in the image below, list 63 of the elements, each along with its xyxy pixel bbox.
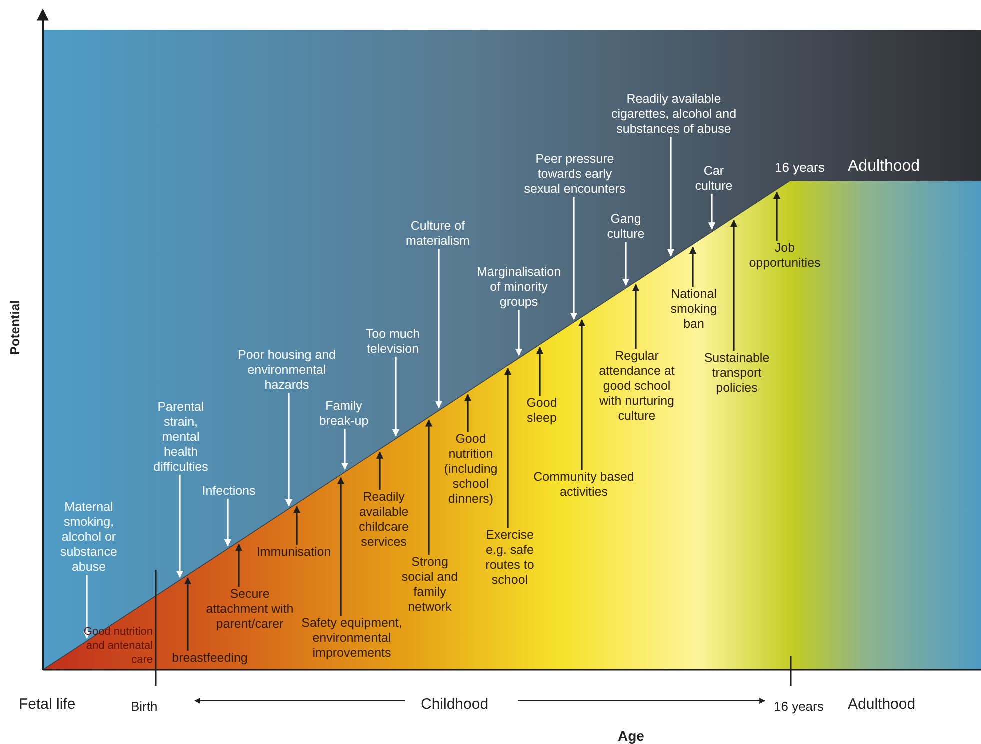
axis-title: Age bbox=[618, 727, 644, 744]
arrow bbox=[667, 137, 675, 257]
factor-label: Safety equipment, environmental improvements bbox=[300, 616, 404, 661]
arrow bbox=[184, 577, 192, 651]
arrow bbox=[376, 452, 384, 490]
arrow bbox=[515, 310, 523, 356]
arrow bbox=[224, 499, 232, 547]
age-marker-label: 16 years bbox=[774, 698, 824, 716]
factor-label: Family break-up bbox=[318, 399, 370, 429]
stage-label: Adulthood bbox=[848, 695, 916, 715]
arrow bbox=[337, 477, 345, 616]
factor-label: Sustainable transport policies bbox=[703, 351, 771, 396]
arrow bbox=[773, 192, 781, 241]
age-marker-label: Birth bbox=[131, 698, 158, 716]
stage-label: Fetal life bbox=[19, 695, 76, 715]
arrow bbox=[504, 368, 512, 528]
factor-label: Marginalisation of minority groups bbox=[476, 265, 562, 310]
factor-label: Secure attachment with parent/carer bbox=[205, 587, 295, 632]
factor-label: Too much television bbox=[364, 327, 422, 357]
factor-label: Good sleep bbox=[526, 396, 558, 426]
arrow bbox=[622, 242, 630, 286]
factor-label: Immunisation bbox=[256, 545, 332, 560]
arrow bbox=[689, 246, 697, 287]
arrow bbox=[570, 197, 578, 320]
arrow bbox=[176, 475, 184, 578]
age-marker-label: 16 years bbox=[775, 159, 825, 177]
factor-label: Good nutrition and antenatal care bbox=[83, 625, 153, 667]
arrow bbox=[235, 544, 243, 587]
factor-label: Peer pressure towards early sexual encounters bbox=[523, 152, 627, 197]
factor-label: National smoking ban bbox=[670, 287, 718, 332]
factor-label: Infections bbox=[202, 484, 256, 499]
factor-label: Regular attendance at good school with nurturing culture bbox=[598, 349, 676, 424]
factor-label: Maternal smoking, alcohol or substance abuse bbox=[60, 500, 118, 575]
factor-label: Exercise e.g. safe routes to school bbox=[484, 528, 536, 588]
arrow bbox=[632, 284, 640, 349]
factor-label: Good nutrition (including school dinners) bbox=[443, 432, 499, 507]
factor-label: Readily available cigarettes, alcohol and substances of abuse bbox=[610, 92, 738, 137]
arrow bbox=[83, 575, 91, 639]
factor-label: breastfeeding bbox=[172, 651, 248, 666]
stage-label: Childhood bbox=[421, 695, 489, 715]
axis-title: Potential bbox=[6, 300, 24, 356]
arrow bbox=[464, 394, 472, 432]
factor-label: Culture of materialism bbox=[405, 219, 471, 249]
arrow bbox=[536, 346, 544, 396]
arrow bbox=[341, 429, 349, 470]
factor-label: Strong social and family network bbox=[400, 555, 460, 615]
arrow bbox=[285, 393, 293, 507]
factor-label: Car culture bbox=[694, 164, 734, 194]
stage-label: Adulthood bbox=[848, 157, 920, 177]
factor-label: Poor housing and environmental hazards bbox=[237, 348, 337, 393]
arrow bbox=[730, 220, 738, 351]
factor-label: Community based activities bbox=[532, 470, 636, 500]
arrow bbox=[425, 420, 433, 555]
arrow bbox=[435, 249, 443, 408]
factor-label: Readily available childcare services bbox=[358, 490, 410, 550]
arrow bbox=[578, 319, 586, 470]
factor-label: Parental strain, mental health difficulties bbox=[152, 400, 210, 475]
arrow bbox=[708, 194, 716, 230]
factor-label: Job opportunities bbox=[748, 241, 822, 271]
potential-line bbox=[42, 180, 981, 670]
factor-label: Gang culture bbox=[606, 212, 646, 242]
arrow bbox=[293, 506, 301, 545]
arrow bbox=[392, 357, 400, 437]
